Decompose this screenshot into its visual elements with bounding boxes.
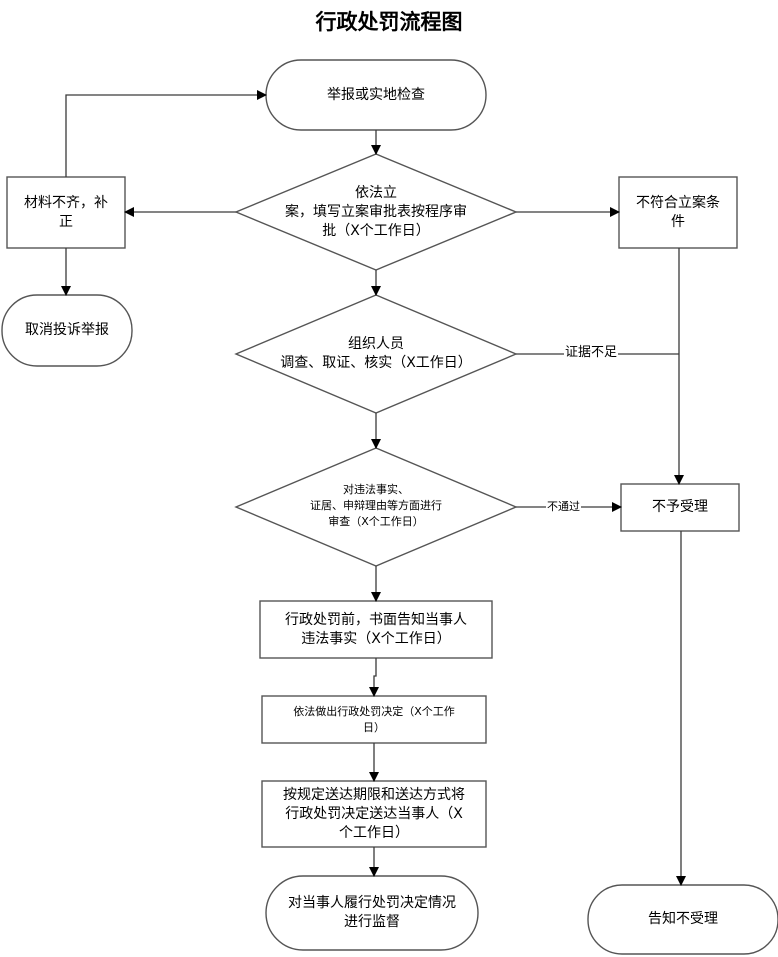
node-notify-facts[interactable]: 行政处罚前，书面告知当事人 违法事实（X个工作日） bbox=[285, 611, 467, 647]
page-title: 行政处罚流程图 bbox=[315, 9, 463, 34]
node-review[interactable]: 对违法事实、 证居、申辩理由等方面进行 审查（X个工作日） bbox=[310, 483, 442, 528]
node-report[interactable]: 举报或实地检查 bbox=[327, 86, 425, 103]
node-supervise[interactable]: 对当事人履行处罚决定情况 进行监督 bbox=[288, 895, 456, 930]
node-incomplete[interactable]: 材料不齐，补 正 bbox=[24, 194, 108, 230]
edge-notify-to-decision bbox=[369, 658, 379, 697]
node-investigate[interactable]: 组织人员 调查、取证、核实（X工作日） bbox=[280, 336, 472, 371]
edge-incomplete-to-report bbox=[65, 90, 267, 177]
node-decision-shape bbox=[261, 695, 487, 744]
node-deliver-shape bbox=[261, 780, 487, 848]
node-reject[interactable]: 不予受理 bbox=[652, 499, 708, 515]
node-file-case[interactable]: 依法立 案，填写立案审批表按程序审 批（X个工作日） bbox=[285, 184, 467, 239]
node-notify-facts-shape bbox=[259, 600, 493, 659]
node-cancel[interactable]: 取消投诉举报 bbox=[25, 322, 109, 338]
node-incomplete-shape bbox=[6, 176, 126, 249]
edge-label-failed: 不通过 bbox=[546, 499, 581, 515]
node-not-eligible[interactable]: 不符合立案条 件 bbox=[636, 194, 720, 230]
node-deliver[interactable]: 按规定送达期限和送达方式将 行政处罚决定送达当事人（X 个工作日） bbox=[283, 786, 465, 841]
edge-label-insufficient-evidence: 证据不足 bbox=[564, 345, 619, 361]
node-notify-reject[interactable]: 告知不受理 bbox=[648, 911, 718, 927]
node-reject-shape bbox=[620, 483, 740, 532]
node-not-eligible-shape bbox=[618, 176, 738, 249]
node-decision[interactable]: 依法做出行政处罚决定（X个工作 日） bbox=[293, 704, 455, 734]
